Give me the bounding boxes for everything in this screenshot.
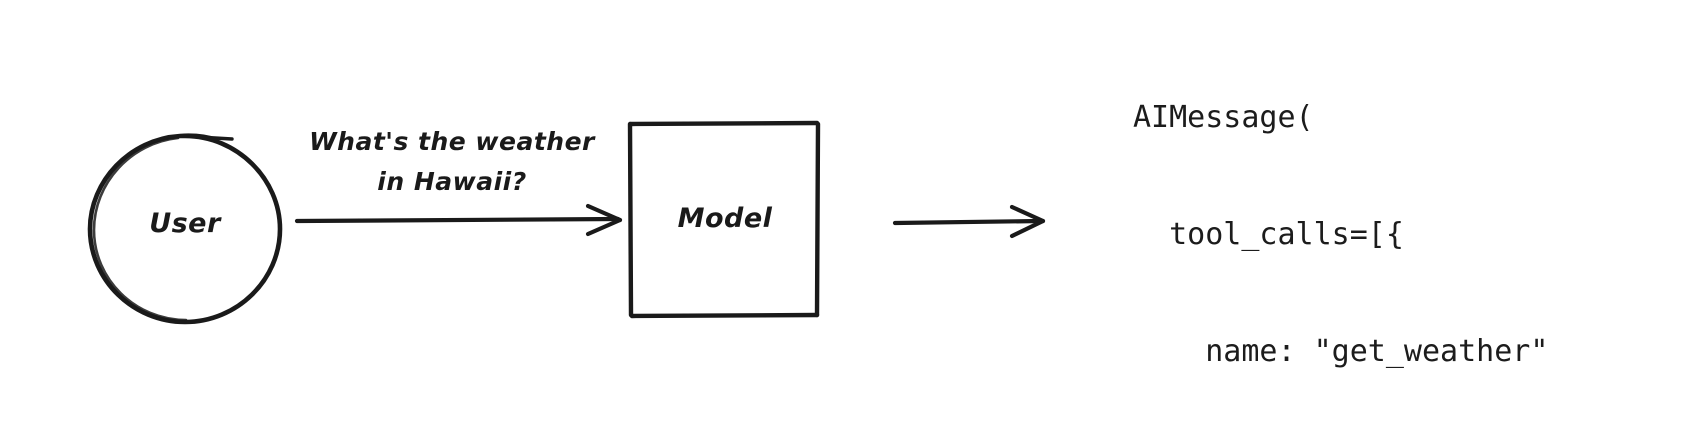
code-line: tool_calls=[{ [1133, 217, 1404, 252]
user-node-shape[interactable] [87, 133, 283, 325]
code-line: name: "get_weather" [1133, 334, 1549, 369]
edge-label-line-1: What's the weather [309, 127, 595, 156]
edge-label-line-2: in Hawaii? [377, 167, 527, 196]
code-line: AIMessage( [1133, 100, 1314, 135]
model-node-label: Model [677, 203, 773, 234]
arrow-model-to-output [892, 204, 1046, 239]
arrow-user-to-model [294, 203, 623, 237]
ai-message-code-block: AIMessage( tool_calls=[{ name: "get_weat… [1133, 20, 1585, 432]
edge-label-user-to-model: What's the weather in Hawaii? [282, 122, 622, 202]
user-node-label: User [149, 208, 221, 239]
model-node-shape[interactable] [627, 120, 821, 319]
